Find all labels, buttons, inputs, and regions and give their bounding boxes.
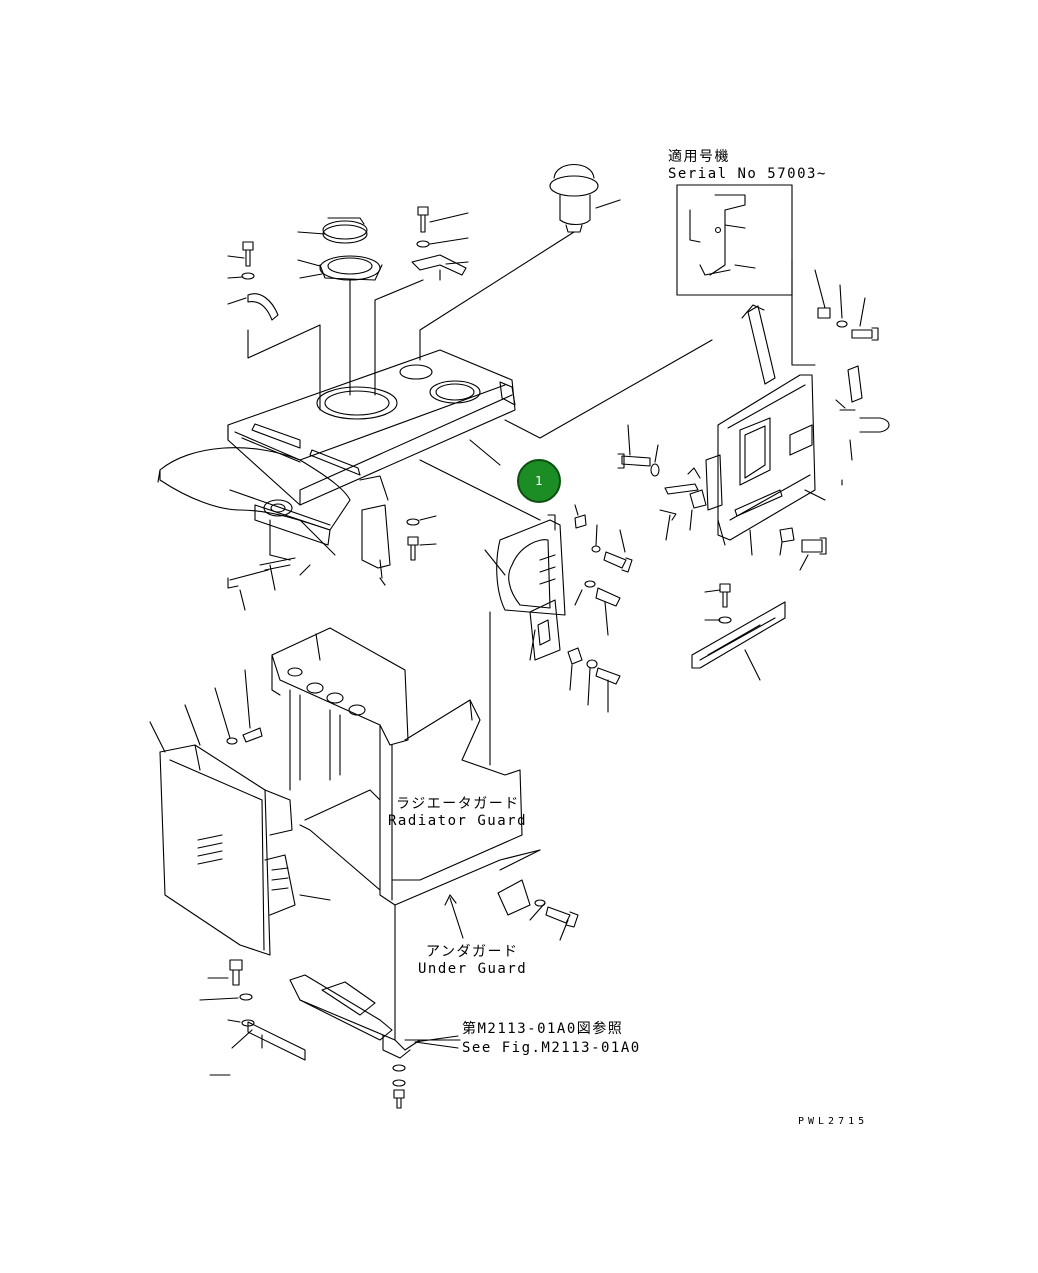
- right-side-panel: [705, 304, 816, 541]
- hood-cover: [227, 349, 516, 506]
- see-figure-label-en: See Fig.M2113-01A0: [462, 1040, 641, 1056]
- see-figure-label-jp: 第M2113-01A0図参照: [462, 1021, 624, 1037]
- drawing-code: PWL2715: [798, 1116, 869, 1127]
- left-bolt-and-bracket: [241, 241, 321, 411]
- top-bolt-and-bracket: [374, 206, 467, 396]
- center-leader-lines: [419, 459, 626, 766]
- right-panel-fasteners: [617, 307, 890, 555]
- under-guard-label-en: Under Guard: [418, 961, 528, 977]
- front-fender: [157, 447, 389, 561]
- leader-lines-top: [227, 199, 621, 611]
- radiator-guard-label-jp: ラジエータガード: [396, 796, 520, 812]
- main-frame: [271, 627, 541, 1059]
- center-side-guard: [496, 514, 633, 685]
- left-panel-fasteners: [149, 669, 331, 1076]
- clamp-ring-parts: [319, 217, 383, 396]
- under-guard: [247, 974, 461, 1109]
- serial-label-jp: 適用号機: [668, 149, 730, 165]
- lower-right-plate: [497, 849, 579, 941]
- part-callout-1[interactable]: 1: [517, 459, 561, 503]
- radiator-guard-label-en: Radiator Guard: [388, 813, 528, 829]
- right-leader-lines: [504, 259, 866, 571]
- under-guard-pointer: [444, 894, 464, 939]
- left-side-panel: [159, 744, 296, 956]
- hood-bracket: [361, 504, 391, 579]
- part-callout-number: 1: [535, 474, 543, 488]
- lower-right-guard: [691, 583, 786, 681]
- under-guard-label-jp: アンダガード: [426, 944, 519, 960]
- inset-variant-box: [676, 184, 793, 296]
- muffler-cap: [419, 164, 599, 361]
- serial-label-en: Serial No 57003~: [668, 166, 827, 182]
- bolts-under-bracket: [227, 518, 420, 589]
